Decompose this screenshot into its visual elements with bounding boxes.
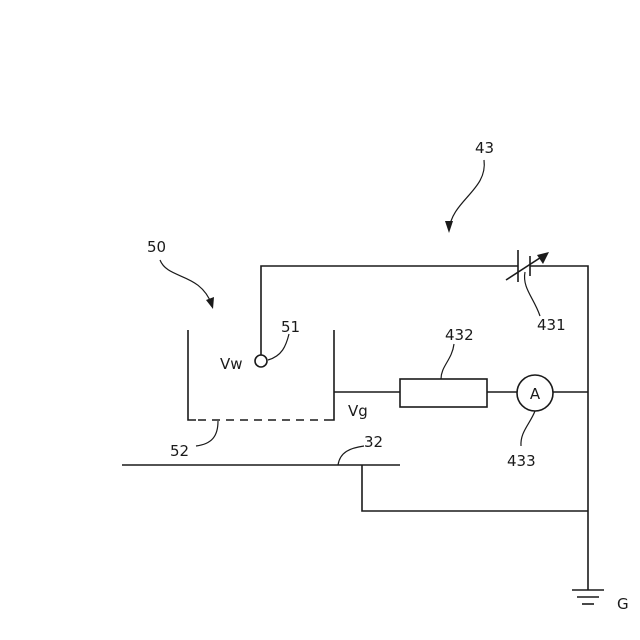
label-32: 32 xyxy=(364,433,383,451)
label-50: 50 xyxy=(147,238,166,256)
leader-32 xyxy=(338,446,364,465)
label-43: 43 xyxy=(475,139,494,157)
top-wire xyxy=(261,266,518,355)
ref-arrow-50 xyxy=(160,260,212,305)
leader-431 xyxy=(525,272,540,316)
ground-icon xyxy=(572,590,604,604)
arrow-icon xyxy=(445,221,453,233)
ammeter-label: A xyxy=(530,385,541,403)
ref-arrow-43 xyxy=(449,160,484,230)
label-51: 51 xyxy=(281,318,300,336)
label-ground: G xyxy=(617,595,629,613)
leader-52 xyxy=(196,421,218,446)
label-432: 432 xyxy=(445,326,474,344)
label-vg: Vg xyxy=(348,402,368,420)
label-52: 52 xyxy=(170,442,189,460)
label-431: 431 xyxy=(537,316,566,334)
label-vw: Vw xyxy=(220,355,243,373)
leader-51 xyxy=(268,334,289,360)
leader-433 xyxy=(521,411,535,446)
top-wire-right xyxy=(530,266,588,590)
bottom-wire xyxy=(362,465,588,511)
label-433: 433 xyxy=(507,452,536,470)
ammeter-433: A xyxy=(517,375,553,411)
arrow-icon xyxy=(206,297,214,309)
electrode-51 xyxy=(255,355,267,367)
resistor-432 xyxy=(400,379,487,407)
leader-432 xyxy=(441,344,454,379)
